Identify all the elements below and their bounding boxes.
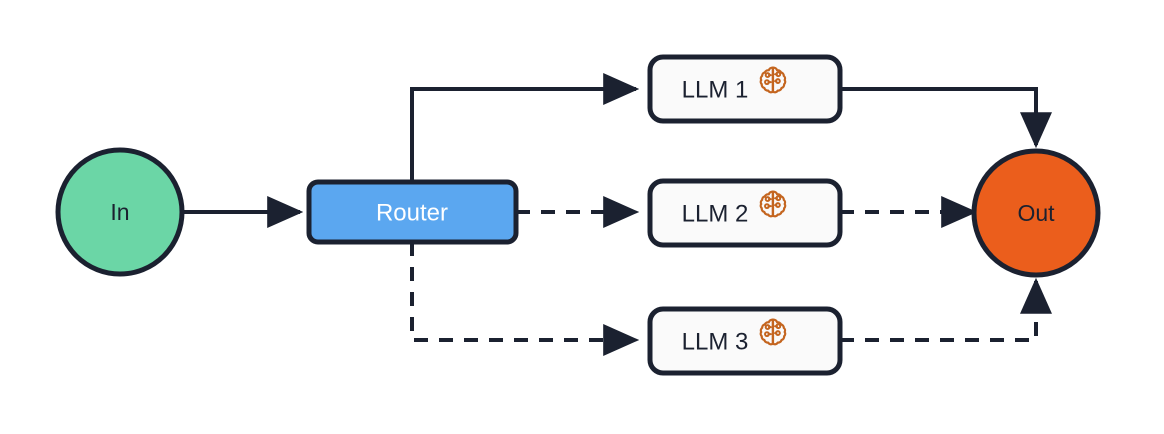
output-label: Out [1017, 200, 1055, 226]
llm1-box-shape [647, 54, 843, 124]
llm2-box-shape [647, 178, 843, 248]
node-output[interactable]: Out [971, 148, 1101, 278]
input-circle-shape [55, 147, 185, 277]
output-circle-shape [971, 148, 1101, 278]
edge-llm1-to-output [840, 87, 1052, 149]
node-input[interactable]: In [55, 147, 185, 277]
llm1-label: LLM 1 [682, 77, 749, 104]
node-llm3[interactable]: LLM 3 [647, 306, 843, 376]
llm3-box-shape [647, 306, 843, 376]
edge-router-to-llm1 [410, 73, 640, 182]
router-label: Router [376, 200, 448, 227]
node-router[interactable]: Router [306, 179, 519, 245]
edge-router-to-llm3 [410, 242, 640, 356]
brain-icon [759, 190, 787, 218]
llm2-label: LLM 2 [682, 201, 749, 228]
brain-icon [759, 66, 787, 94]
brain-icon [759, 318, 787, 346]
node-llm1[interactable]: LLM 1 [647, 54, 843, 124]
llm3-label: LLM 3 [682, 329, 749, 356]
router-box-shape [306, 179, 519, 245]
edge-llm3-to-output [840, 277, 1052, 342]
input-label: In [110, 199, 129, 225]
node-llm2[interactable]: LLM 2 [647, 178, 843, 248]
